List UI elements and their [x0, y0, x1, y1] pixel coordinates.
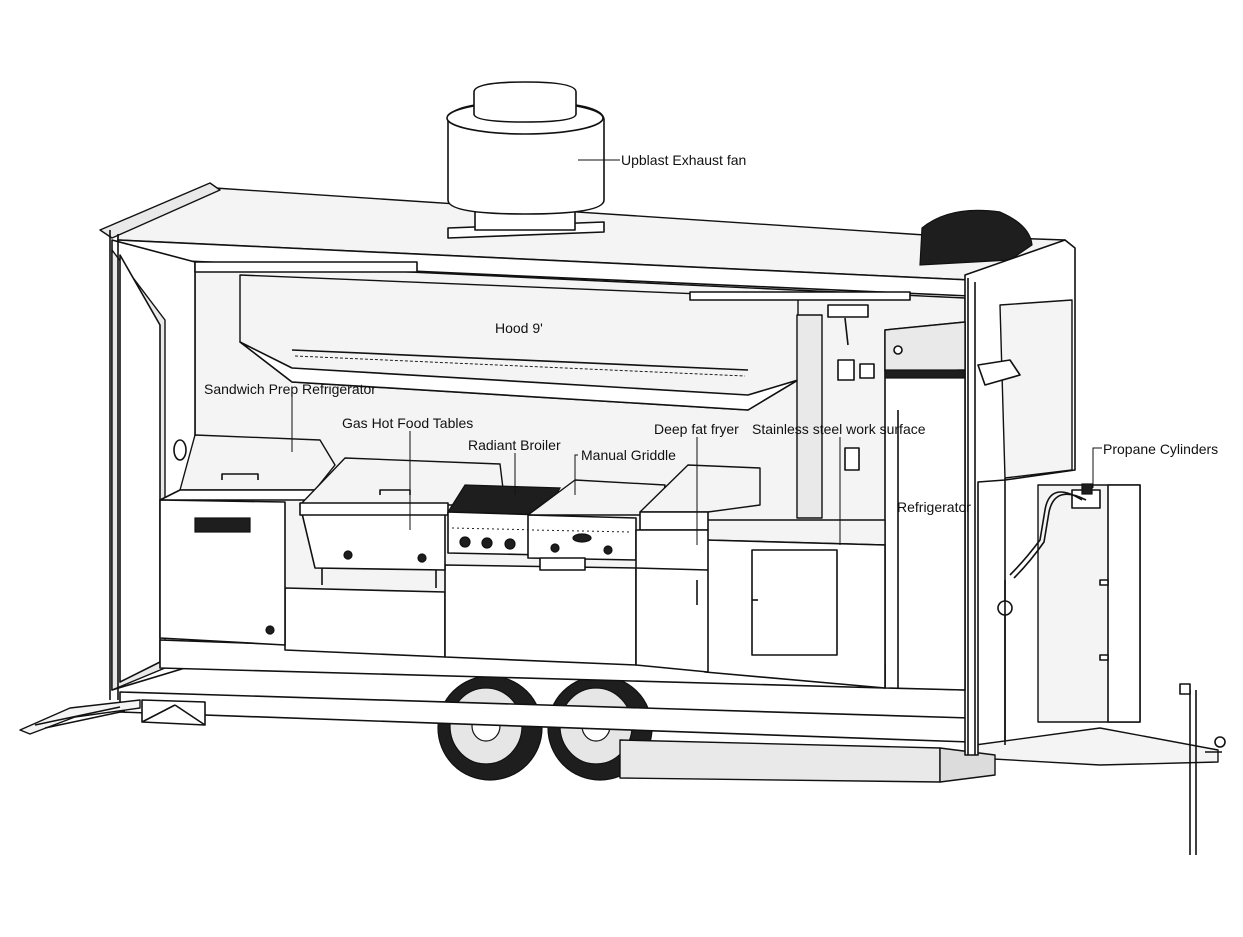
label-exhaust-fan: Upblast Exhaust fan — [621, 152, 746, 168]
label-refrigerator: Refrigerator — [897, 499, 971, 515]
label-deep-fat-fryer: Deep fat fryer — [654, 421, 739, 437]
propane-cylinders — [997, 483, 1141, 740]
right-front-wall — [964, 239, 1076, 756]
label-manual-griddle: Manual Griddle — [581, 447, 676, 463]
service-post — [796, 304, 875, 519]
label-hot-food-tables: Gas Hot Food Tables — [342, 415, 473, 431]
leader-lines — [291, 159, 1102, 545]
upblast-exhaust-fan — [446, 81, 605, 239]
sandwich-prep-refrigerator — [159, 434, 336, 646]
radiant-broiler — [446, 484, 562, 556]
label-work-surface: Stainless steel work surface — [752, 421, 926, 437]
hood — [194, 261, 911, 411]
component-labels: Upblast Exhaust fan Hood 9' Sandwich Pre… — [204, 152, 1218, 515]
deep-fat-fryer — [635, 464, 761, 673]
label-sandwich-prep: Sandwich Prep Refrigerator — [204, 381, 376, 397]
label-radiant-broiler: Radiant Broiler — [468, 437, 561, 453]
refrigerator — [884, 321, 966, 691]
gas-hot-food-table — [299, 457, 506, 588]
roof-ac-unit — [919, 209, 1033, 266]
label-hood: Hood 9' — [495, 320, 543, 336]
label-propane: Propane Cylinders — [1103, 441, 1218, 457]
counter-base — [159, 519, 886, 689]
trailer-base — [119, 691, 996, 783]
entry-step — [19, 699, 141, 735]
